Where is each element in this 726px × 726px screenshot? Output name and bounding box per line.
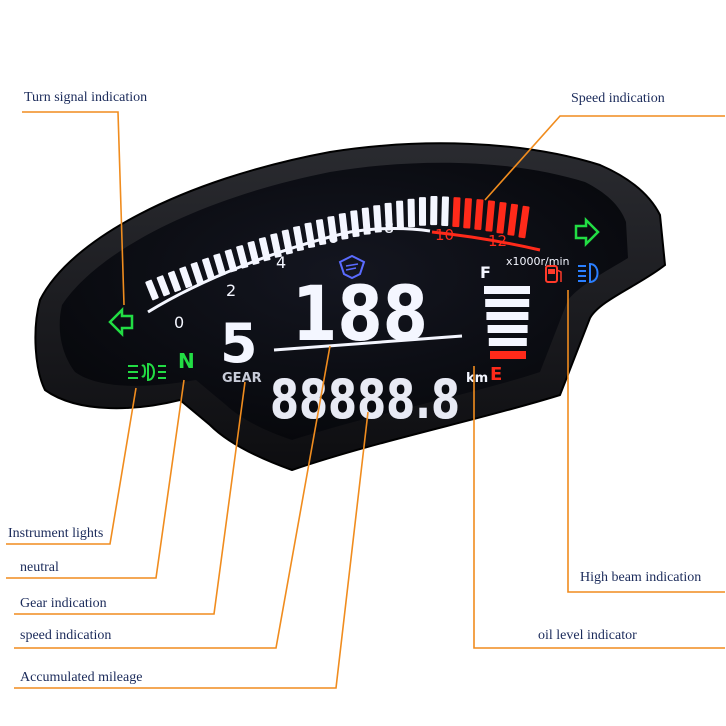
- callout-lines: [6, 111, 725, 689]
- rpm-bar-segment: [384, 202, 393, 231]
- rpm-bar-segment: [418, 197, 427, 226]
- label-turn-signal: Turn signal indication: [24, 90, 148, 105]
- fuel-level-bars: [484, 286, 530, 359]
- rpm-bar-segment: [202, 257, 215, 281]
- rpm-bar-segment: [361, 207, 371, 235]
- lcd-screen: [59, 162, 629, 440]
- rpm-bar-segment: [396, 200, 404, 229]
- odometer-digits: 88888.8: [270, 368, 460, 431]
- callout-line-instrument-lights: [6, 387, 137, 545]
- fuel-full-label: F: [480, 263, 491, 282]
- rpm-tick-2: 2: [226, 281, 236, 300]
- label-speed-indication-top: Speed indication: [571, 91, 665, 106]
- label-high-beam: High beam indication: [580, 570, 702, 585]
- label-accumulated-mileage: Accumulated mileage: [20, 670, 143, 685]
- rpm-bar-segment: [373, 205, 382, 233]
- label-instrument-lights: Instrument lights: [8, 526, 104, 541]
- rpm-arc-red: [431, 230, 541, 252]
- callout-line-speed-top: [484, 115, 725, 201]
- neutral-indicator: N: [178, 349, 195, 373]
- fuel-empty-label: E: [490, 364, 502, 385]
- fuel-bar-segment: [490, 351, 526, 359]
- fuel-bar-segment: [484, 286, 530, 294]
- callout-line-neutral: [6, 379, 185, 579]
- fuel-bar-segment: [485, 299, 530, 307]
- rpm-bar-segment: [190, 262, 204, 285]
- instrument-light-icon: [128, 362, 166, 382]
- rpm-bar-segment: [463, 198, 472, 229]
- odometer-unit: km: [466, 371, 488, 386]
- fuel-pump-icon: [545, 265, 562, 283]
- fuel-bar-segment: [488, 338, 527, 346]
- rpm-bar-segment: [407, 198, 416, 228]
- callout-line-gear: [14, 381, 246, 615]
- rpm-bar-segment: [474, 199, 484, 230]
- rpm-tick-12: 12: [488, 232, 507, 250]
- label-oil-level: oil level indicator: [538, 628, 637, 643]
- callout-line-high-beam: [567, 290, 725, 593]
- gear-label: GEAR: [222, 371, 262, 386]
- rpm-bar-segment: [167, 270, 182, 293]
- callout-line-oil: [473, 366, 725, 649]
- rpm-bar-segment: [452, 197, 461, 228]
- rpm-bar-graph: [145, 195, 530, 301]
- gear-digit: 5: [220, 312, 258, 375]
- label-neutral: neutral: [20, 560, 59, 575]
- rpm-tick-6: 6: [328, 228, 338, 247]
- rpm-bar-segment: [179, 266, 193, 289]
- lcd-separator: [273, 334, 463, 352]
- callout-line-turn-signal: [22, 111, 125, 306]
- high-beam-icon: [578, 262, 599, 284]
- rpm-bar-segment: [485, 200, 496, 232]
- rpm-bar-segment: [224, 249, 238, 273]
- rpm-tick-0: 0: [174, 313, 184, 332]
- rpm-bar-segment: [496, 202, 507, 234]
- rpm-bar-segment: [156, 275, 170, 297]
- rpm-bar-segment: [145, 279, 159, 301]
- turn-right-icon: [574, 216, 600, 248]
- rpm-arc: [147, 227, 431, 314]
- fuel-bar-segment: [487, 325, 528, 333]
- rpm-tick-8: 8: [384, 218, 394, 237]
- fuel-bar-segment: [486, 312, 529, 320]
- rpm-bar-segment: [430, 195, 438, 226]
- rpm-bar-segment: [213, 253, 226, 277]
- rpm-unit: x1000r/min: [506, 255, 570, 268]
- rpm-bar-segment: [236, 245, 249, 269]
- rpm-tick-4: 4: [276, 253, 286, 272]
- label-speed-indication-bottom: speed indication: [20, 628, 112, 643]
- callout-line-speed-bottom: [14, 345, 331, 649]
- callout-line-mileage: [14, 411, 369, 689]
- brand-emblem-icon: [338, 254, 366, 280]
- rpm-bar-segment: [518, 205, 530, 239]
- turn-left-icon: [108, 306, 134, 338]
- rpm-tick-10: 10: [435, 226, 454, 244]
- rpm-bar-segment: [441, 196, 449, 227]
- rpm-bar-segment: [507, 203, 519, 236]
- label-gear-indication: Gear indication: [20, 596, 107, 611]
